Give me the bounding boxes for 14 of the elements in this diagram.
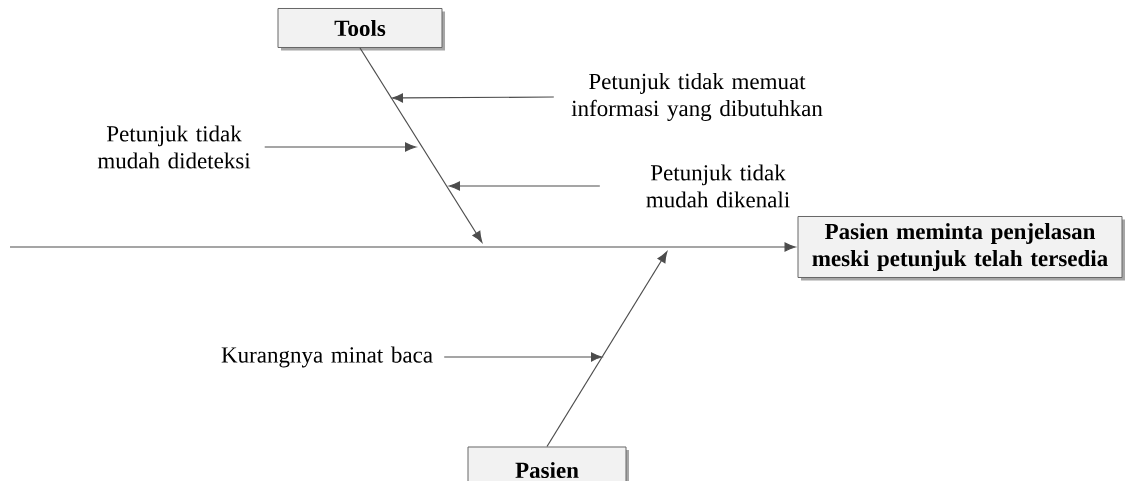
effect-box: Pasien meminta penjelasan meski petunjuk telah tersedia <box>797 216 1125 281</box>
cause-text: Petunjuk tidak memuat informasi yang dibutuhkan <box>571 73 823 121</box>
cause-text: Kurangnya minat baca <box>221 346 433 368</box>
category-box: Pasien <box>467 446 629 481</box>
bone-arrow <box>359 47 483 243</box>
cause-text: Petunjuk tidak mudah dideteksi <box>97 125 251 169</box>
category-box: Tools <box>277 8 445 51</box>
cause-text: Petunjuk tidak mudah dikenali <box>646 164 790 208</box>
cause-arrow <box>391 93 555 103</box>
bone-arrow <box>546 251 668 448</box>
cause-arrow <box>264 142 417 152</box>
cause-arrow <box>443 352 603 362</box>
cause-arrow <box>448 181 601 191</box>
spine-arrow <box>9 242 796 252</box>
